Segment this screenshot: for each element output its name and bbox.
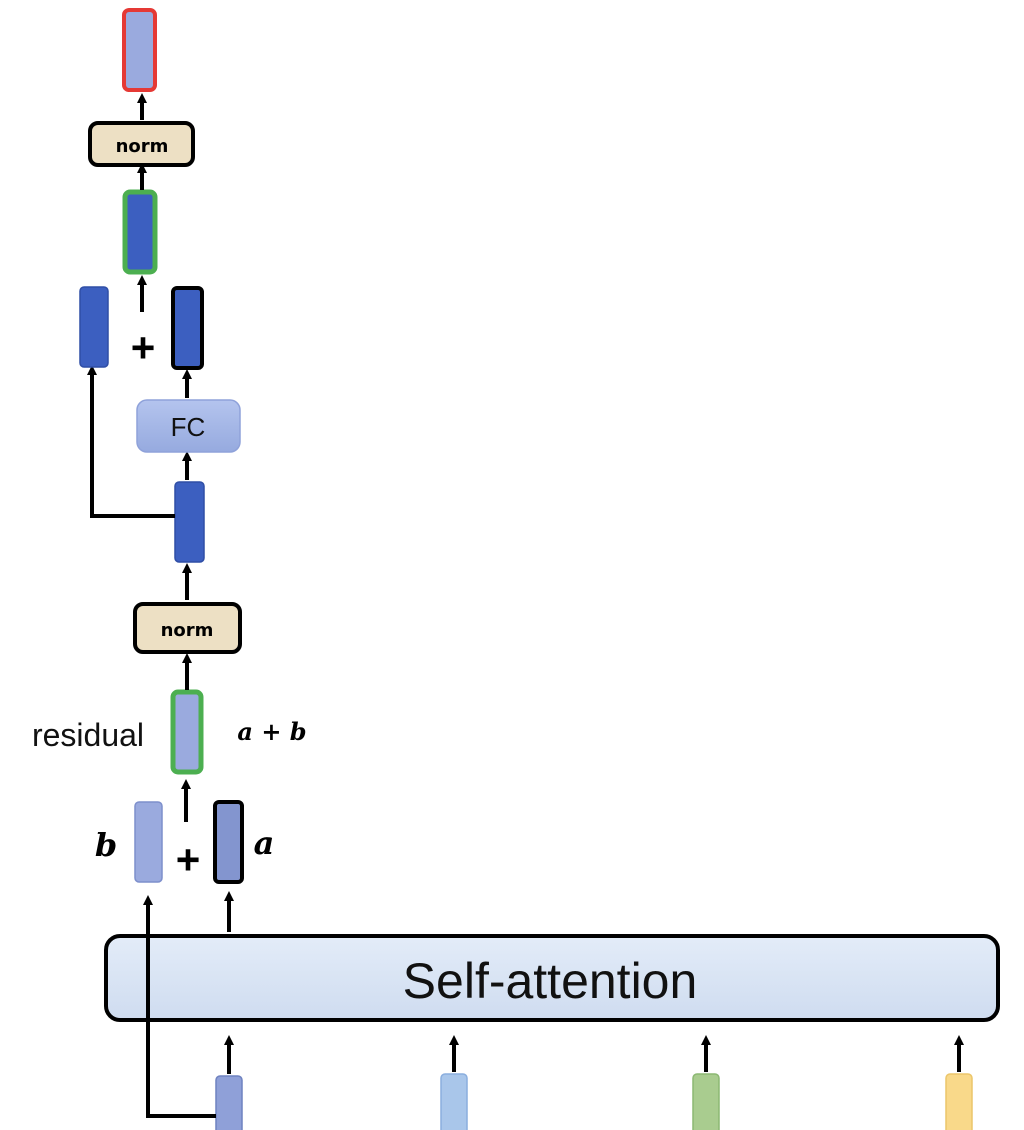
residual-vector [170,689,204,775]
self-attention-label: Self-attention [403,953,698,1009]
normalized-vector [174,481,205,563]
norm-label-bottom: norm [161,620,214,641]
norm-label-top: norm [116,136,169,157]
label-b: b [95,826,117,864]
label-a: a [254,824,275,862]
fc-label: FC [171,412,206,442]
input-vector-2 [440,1073,468,1130]
plus-sign-top: + [131,324,156,371]
residual-vector-2 [122,189,158,275]
residual-skip-line-1 [143,895,216,1118]
residual-skip-line-2 [87,365,175,518]
fc-output-vector [171,286,204,370]
a-plus-b-label: a + b [237,717,306,746]
input-vector-3 [692,1073,720,1130]
residual-label: residual [32,717,144,753]
norm-block-bottom [133,602,242,654]
norm-block-top [88,121,195,167]
final-output-vector [122,8,157,92]
vector-b [134,801,163,883]
vector-a [213,800,244,884]
self-attention-block [104,934,1000,1022]
plus-sign-bottom: + [176,836,201,883]
input-vector-1 [215,1075,243,1130]
skip-vector-upper [79,286,109,368]
input-vector-4 [945,1073,973,1130]
fc-block [136,399,241,453]
